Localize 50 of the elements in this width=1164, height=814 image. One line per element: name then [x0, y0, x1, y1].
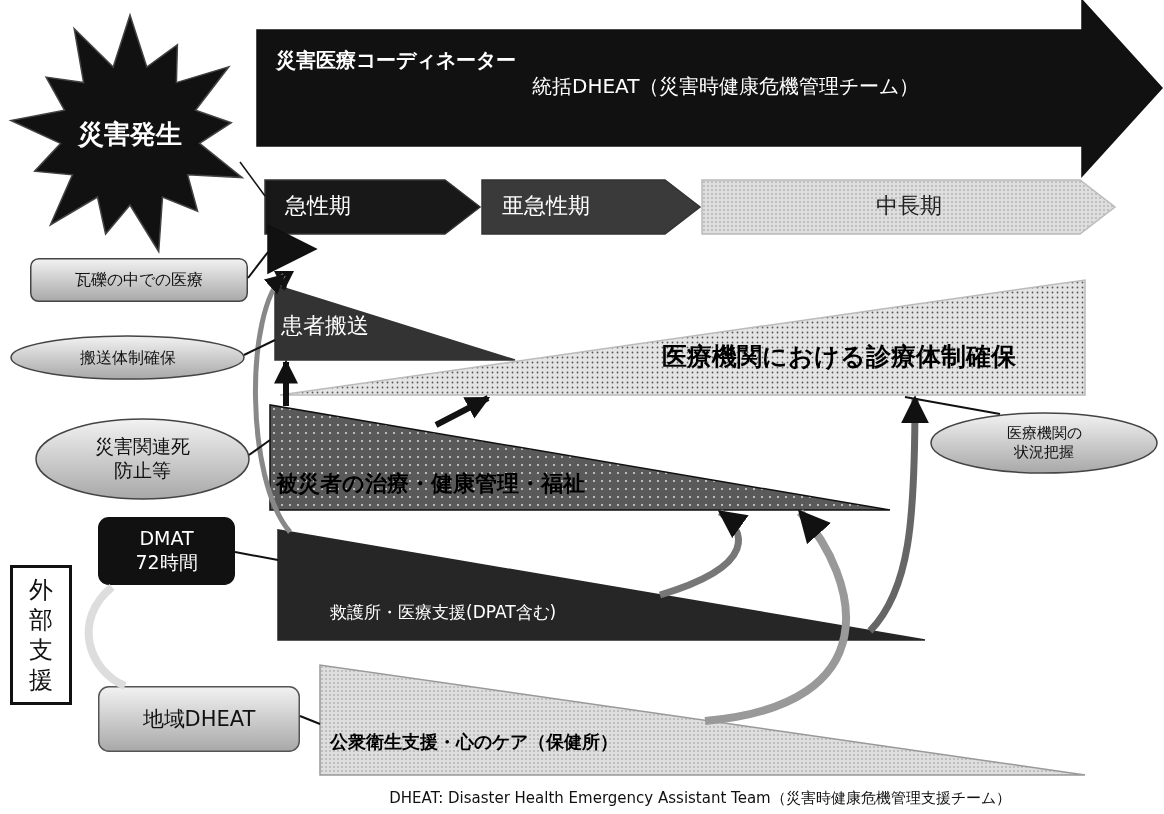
node-label: 災害発生 [78, 119, 182, 151]
node-label: 統括DHEAT（災害時健康危機管理チーム） [532, 74, 920, 98]
node-label: 地域DHEAT [142, 705, 256, 733]
node-label: 患者搬送 [281, 313, 369, 340]
node-label: 救護所・医療支援(DPAT含む) [330, 602, 557, 623]
callout-bubble [35, 418, 250, 500]
phase-band [482, 180, 700, 234]
leader-line [234, 551, 279, 561]
leader-line [247, 251, 269, 279]
curved-connector [84, 584, 127, 690]
node-label: 災害関連死防止等 [94, 435, 191, 483]
triangle-marker [268, 225, 316, 273]
node-label: 被災者の治療・健康管理・福祉 [276, 471, 585, 498]
node-label: 公衆衛生支援・心のケア（保健所） [330, 731, 618, 753]
curved-arrow [867, 395, 929, 634]
callout-box [98, 686, 300, 752]
node-label: DMAT 72時間 [134, 527, 199, 575]
phase-band [702, 180, 1115, 234]
arrow [274, 359, 298, 406]
footnote: DHEAT: Disaster Health Emergency Assistant Team（災害時健康危機管理支援チーム） [389, 789, 1011, 807]
arrow [274, 271, 294, 291]
wedge-band [278, 530, 925, 640]
callout-box [98, 517, 235, 585]
node-label: 災害医療コーディネーター [276, 48, 516, 72]
callout-box [30, 258, 248, 302]
node-label: 亜急性期 [502, 193, 590, 220]
callout-bubble [930, 412, 1158, 474]
curved-arrow [658, 509, 749, 599]
wedge-band [275, 285, 515, 360]
curved-arrow [704, 509, 850, 725]
arrow [434, 395, 491, 428]
callout-bubble [10, 335, 245, 380]
node-label: 外部支援 [28, 575, 54, 695]
leader-line [248, 439, 271, 456]
leader-line [243, 339, 276, 356]
timeline-arrow [257, 0, 1162, 176]
phase-band [265, 180, 480, 234]
node-label: 中長期 [875, 193, 942, 220]
node-label: 搬送体制確保 [79, 347, 176, 368]
label-box [10, 565, 72, 705]
leader-line [299, 715, 321, 725]
connector-line [239, 161, 266, 197]
node-label: 急性期 [285, 193, 351, 220]
node-label: 医療機関における診療体制確保 [662, 342, 1016, 372]
wedge-band [270, 405, 890, 510]
curved-arrow [253, 273, 293, 534]
wedge-band [280, 280, 1085, 396]
node-label: 医療機関の状況把握 [1005, 424, 1083, 462]
node-label: 瓦礫の中での医療 [75, 270, 203, 290]
wedge-band [320, 665, 1085, 775]
